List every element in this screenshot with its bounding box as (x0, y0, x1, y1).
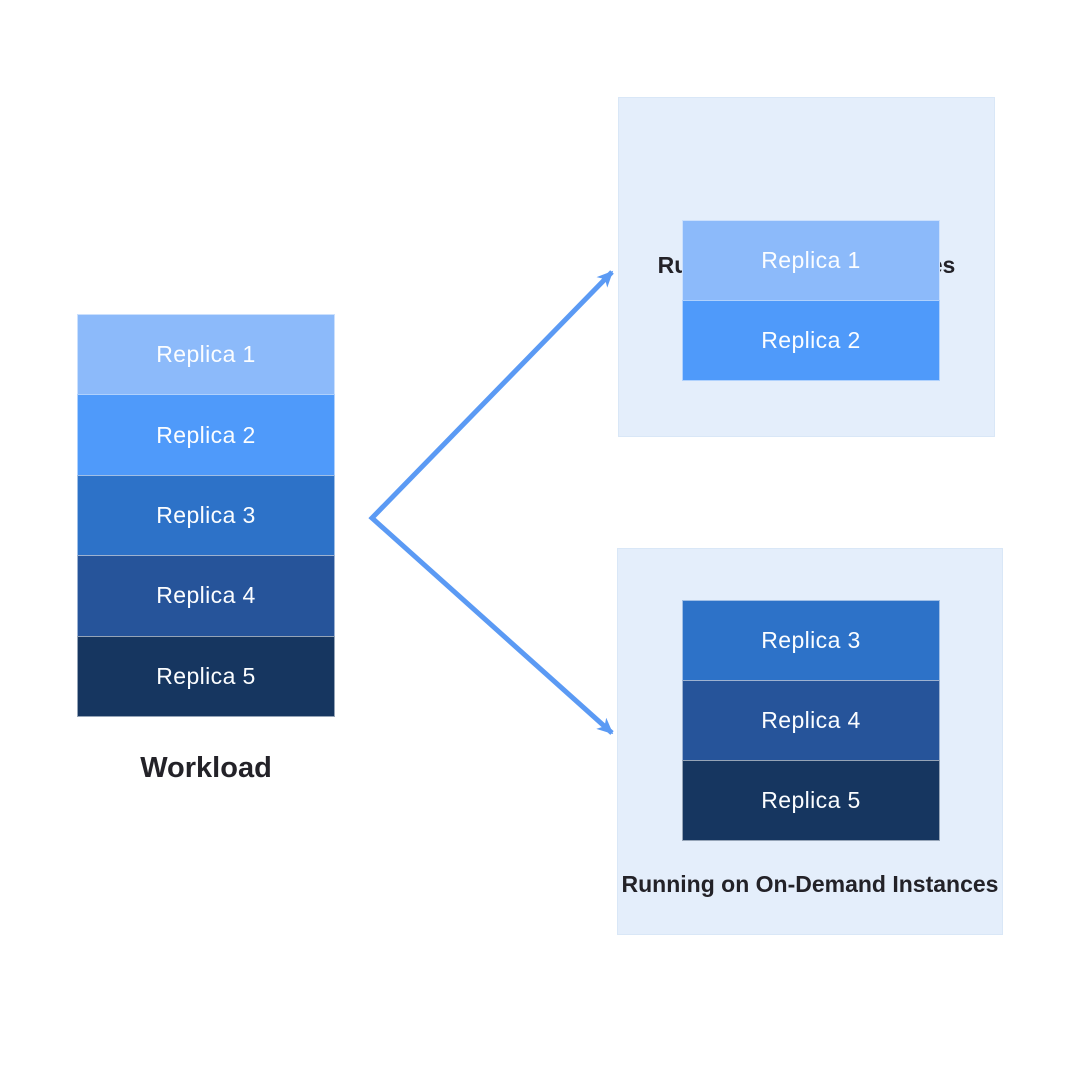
workload-replica-1: Replica 1 (77, 314, 335, 396)
on-demand-replica-5: Replica 5 (682, 760, 940, 841)
spot-replica-2: Replica 2 (682, 300, 940, 381)
on-demand-instances-panel: Replica 3 Replica 4 Replica 5 Running on… (617, 548, 1003, 935)
workload-replica-4: Replica 4 (77, 555, 335, 637)
workload-caption: Workload (140, 752, 272, 784)
workload-replica-2: Replica 2 (77, 394, 335, 476)
on-demand-replica-4: Replica 4 (682, 680, 940, 761)
workload-stack: Replica 1 Replica 2 Replica 3 Replica 4 … (77, 314, 335, 717)
replica-label: Replica 4 (761, 707, 861, 733)
workload-replica-3: Replica 3 (77, 474, 335, 557)
replica-label: Replica 1 (156, 341, 256, 368)
replica-label: Replica 3 (761, 627, 861, 653)
workload-split-arrow-lines (368, 270, 614, 735)
replica-label: Replica 2 (761, 327, 861, 353)
spot-replica-stack: Replica 1 Replica 2 (682, 220, 940, 381)
workload-replica-5: Replica 5 (77, 635, 335, 717)
spot-replica-1: Replica 1 (682, 220, 940, 301)
on-demand-replica-stack: Replica 3 Replica 4 Replica 5 (682, 600, 940, 841)
replica-label: Replica 3 (156, 501, 256, 528)
replica-label: Replica 2 (156, 421, 256, 448)
spot-instances-panel: Running on Spot Instances Replica 1 Repl… (618, 97, 995, 437)
replica-label: Replica 4 (156, 582, 256, 609)
replica-label: Replica 5 (156, 662, 256, 689)
on-demand-panel-title: Running on On-Demand Instances (621, 871, 999, 897)
replica-label: Replica 5 (761, 787, 861, 813)
on-demand-replica-3: Replica 3 (682, 600, 940, 681)
replica-label: Replica 1 (761, 247, 861, 273)
